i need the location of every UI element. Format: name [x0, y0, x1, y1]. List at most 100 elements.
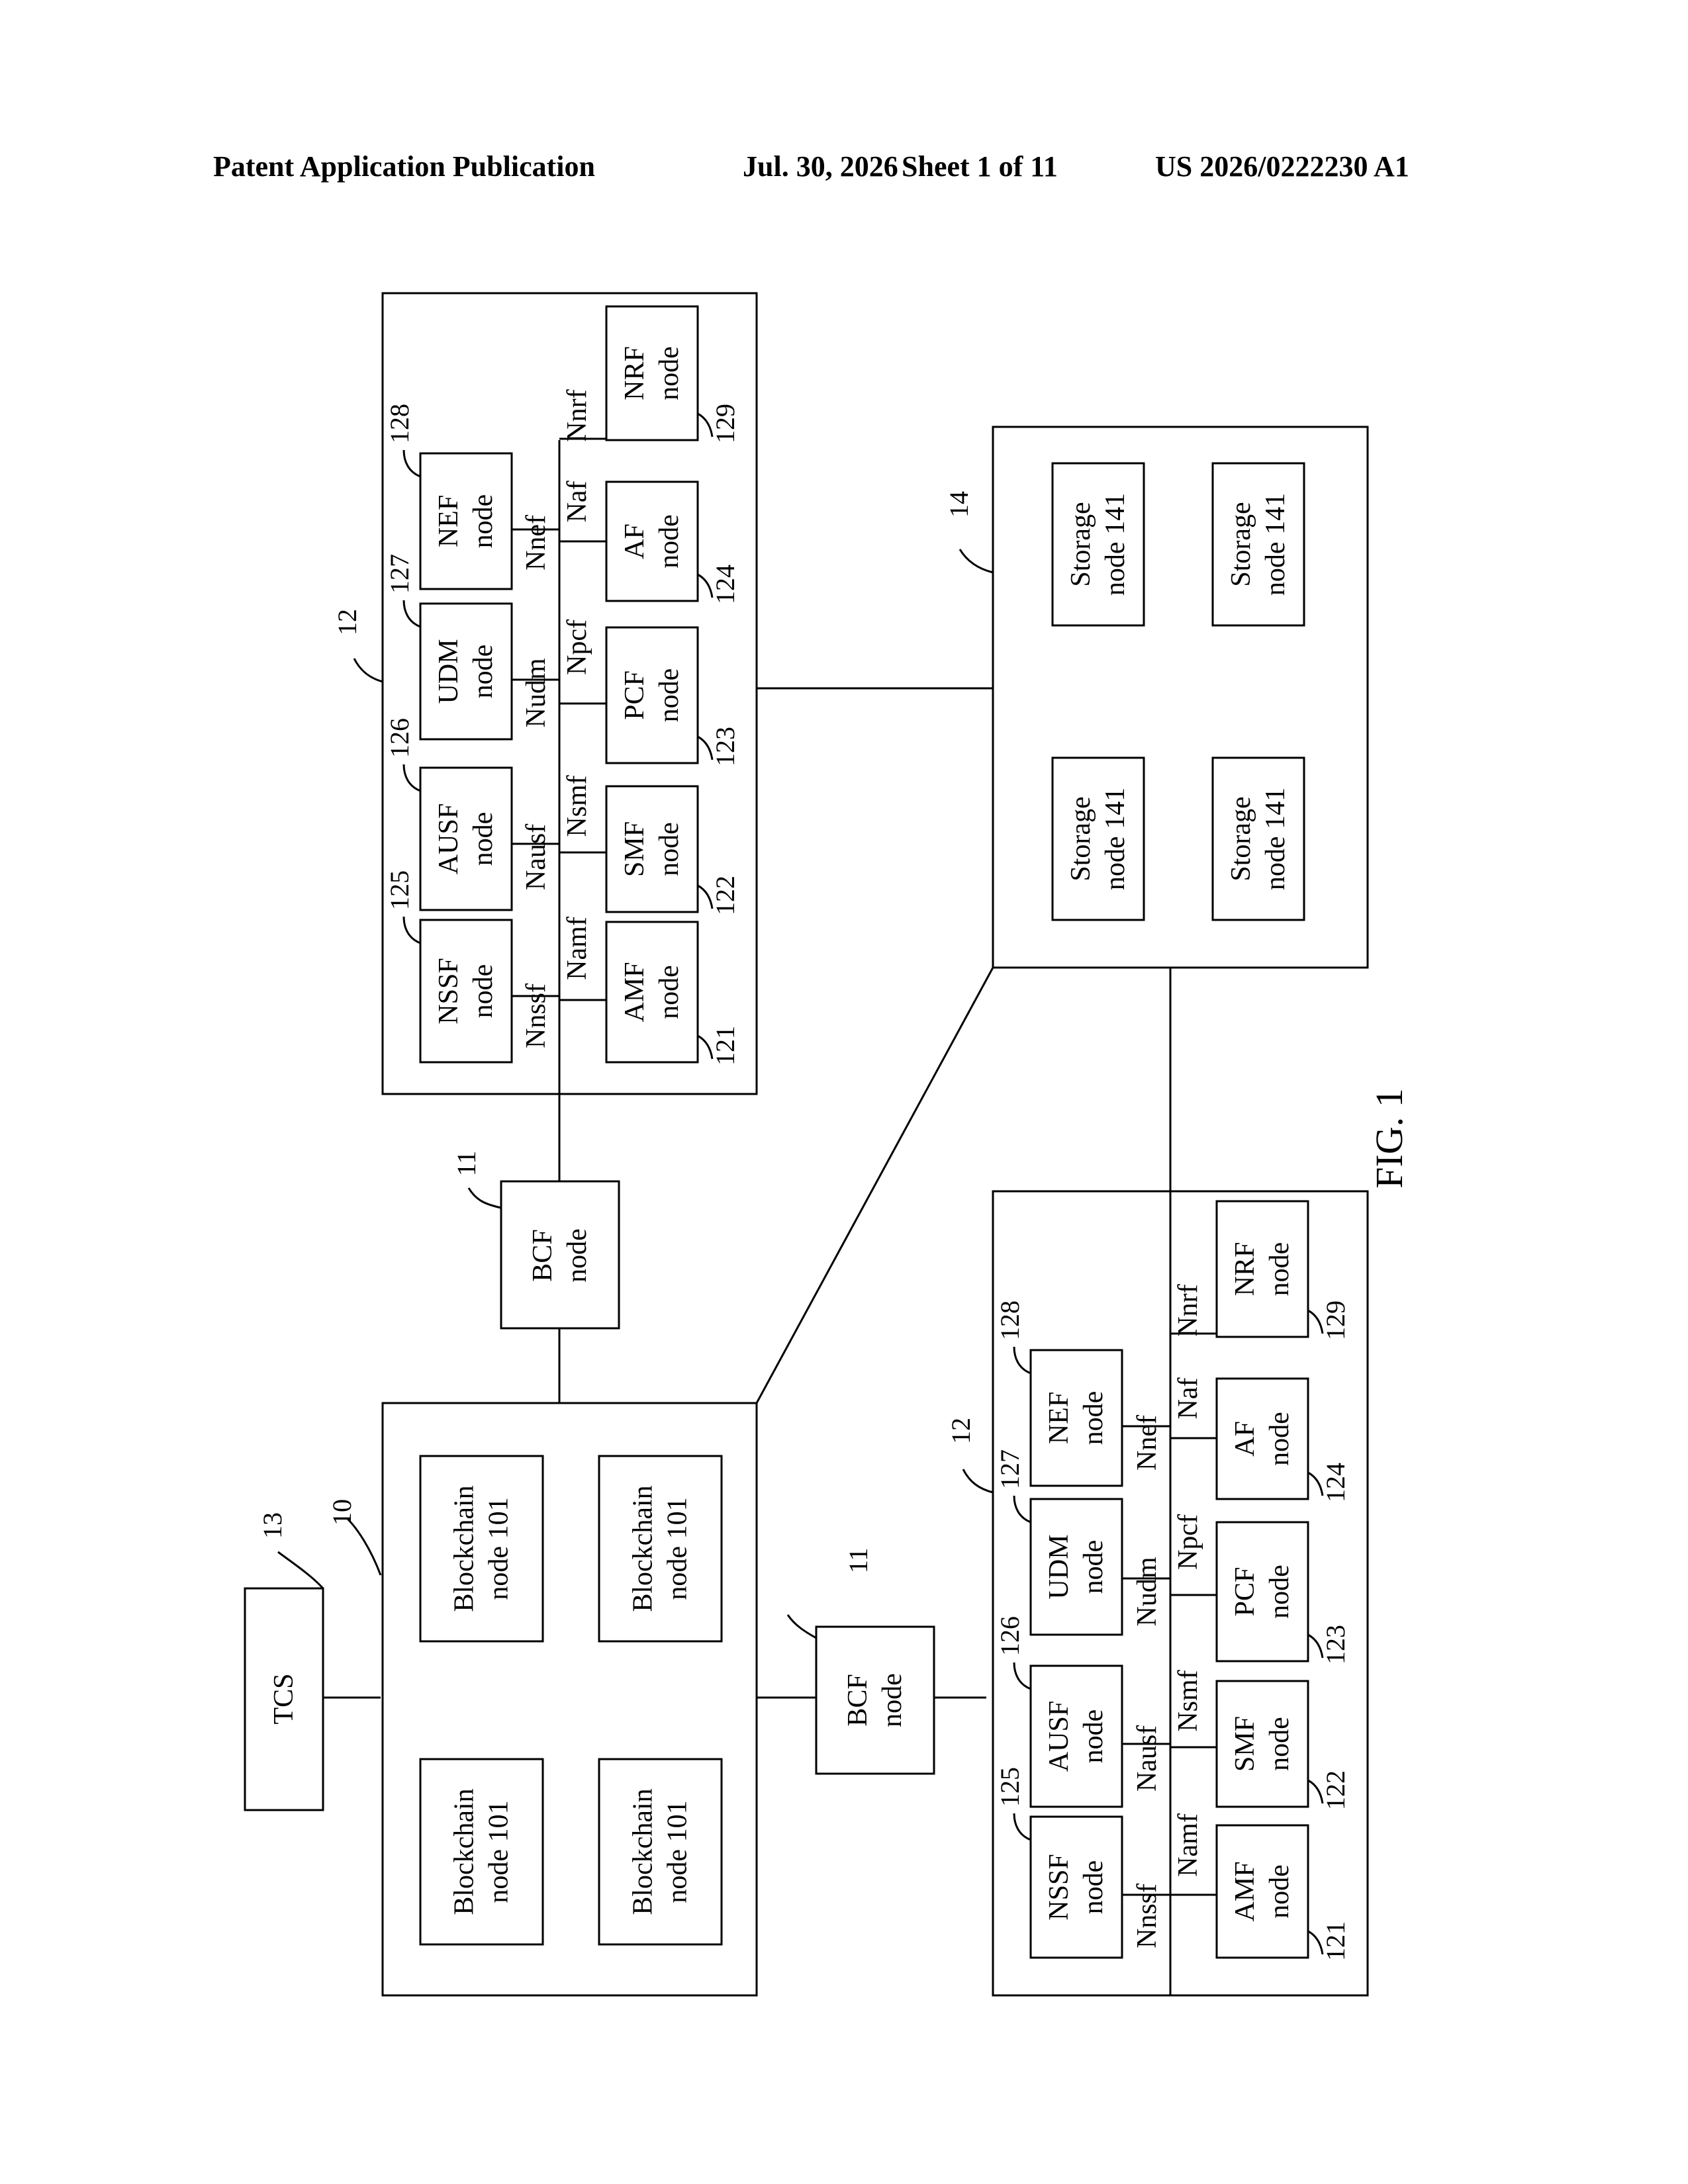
core-bottom-nssf-iface: Nnssf	[1132, 1884, 1162, 1948]
blockchain-node-1-label: Blockchain	[449, 1485, 480, 1612]
blockchain-node-2-sublabel: node 101	[663, 1497, 693, 1600]
core-top-smf-node-sublabel: node	[654, 822, 684, 876]
core-bottom-nef-node-ref: 128	[995, 1300, 1025, 1340]
core-bottom-pcf-node-ref: 123	[1321, 1625, 1350, 1664]
header-sheet: Sheet 1 of 11	[902, 150, 1058, 183]
core-bottom-pcf-node-sublabel: node	[1264, 1565, 1295, 1619]
core-top-ausf-node-label: AUSF	[434, 803, 464, 874]
blockchain-node-4-box	[599, 1759, 722, 1944]
storage-node-4-sublabel: node 141	[1260, 788, 1291, 890]
core-top-udm-node-ref: 127	[385, 554, 414, 594]
core-bottom-nrf-node-label: NRF	[1230, 1242, 1260, 1297]
blockchain-node-2-label: Blockchain	[628, 1485, 659, 1612]
bcf-node-top-box	[501, 1181, 619, 1328]
header-date: Jul. 30, 2026	[743, 150, 898, 183]
core-bottom-amf-iface: Namf	[1173, 1813, 1203, 1877]
blockchain-node-4-sublabel: node 101	[663, 1800, 693, 1903]
storage-node-3-label: Storage	[1066, 796, 1096, 881]
bcf-node-top-ref: 11	[451, 1151, 481, 1177]
core-bottom-nef-iface: Nnef	[1132, 1415, 1162, 1471]
core-network-bottom-leader	[963, 1469, 993, 1492]
storage-node-1: Storagenode 141	[1053, 463, 1144, 625]
core-top-nrf-node-ref: 129	[710, 404, 740, 443]
core-bottom-smf-node-label: SMF	[1230, 1716, 1260, 1772]
blockchain-node-3: Blockchainnode 101	[420, 1759, 543, 1944]
blockchain-node-1-sublabel: node 101	[484, 1497, 514, 1600]
core-top-nef-iface: Nnef	[521, 515, 551, 570]
core-bottom-nrf-node-ref: 129	[1321, 1300, 1350, 1340]
core-bottom-af-node-label: AF	[1230, 1421, 1260, 1457]
core-top-smf-iface: Nsmf	[562, 775, 592, 837]
core-bottom-pcf-iface: Npcf	[1173, 1514, 1203, 1570]
bcf-node-bottom-label: BCF	[843, 1674, 873, 1726]
core-bottom-amf-node-label: AMF	[1230, 1861, 1260, 1921]
core-top-amf-node-sublabel: node	[654, 965, 684, 1019]
core-top-udm-node-label: UDM	[434, 639, 464, 704]
blockchain-node-4-label: Blockchain	[628, 1788, 659, 1915]
core-bottom-nrf-iface: Nnrf	[1173, 1284, 1203, 1336]
core-bottom-smf-node-sublabel: node	[1264, 1717, 1295, 1771]
storage-node-3: Storagenode 141	[1053, 758, 1144, 920]
bcf-node-top-leader	[469, 1188, 501, 1208]
core-top-ausf-iface: Nausf	[521, 824, 551, 890]
core-bottom-udm-node-label: UDM	[1044, 1534, 1074, 1599]
storage-node-2: Storagenode 141	[1213, 463, 1304, 625]
core-top-smf-node-ref: 122	[710, 876, 740, 915]
storage-network-box	[993, 427, 1368, 968]
storage-node-1-sublabel: node 141	[1100, 493, 1131, 596]
core-top-nef-node-label: NEF	[434, 495, 464, 547]
blockchain-node-2-box	[599, 1456, 722, 1641]
core-bottom-amf-node-sublabel: node	[1264, 1864, 1295, 1919]
bcf-node-top: BCF node 11	[451, 1151, 619, 1328]
core-top-af-iface: Naf	[562, 481, 592, 523]
core-top-amf-node-label: AMF	[620, 962, 650, 1022]
storage-node-4-label: Storage	[1226, 796, 1256, 881]
core-bottom-nef-node-label: NEF	[1044, 1392, 1074, 1444]
storage-node-4: Storagenode 141	[1213, 758, 1304, 920]
core-network-bottom-ref: 12	[946, 1418, 976, 1444]
header-publication: Patent Application Publication	[213, 150, 595, 183]
core-top-nssf-node-label: NSSF	[434, 958, 464, 1024]
storage-node-1-label: Storage	[1066, 502, 1096, 586]
storage-node-3-sublabel: node 141	[1100, 788, 1131, 890]
core-bottom-udm-node-ref: 127	[995, 1449, 1025, 1489]
core-bottom-ausf-node-label: AUSF	[1044, 1701, 1074, 1772]
blockchain-node-3-label: Blockchain	[449, 1788, 480, 1915]
tcs-label: TCS	[269, 1673, 299, 1724]
blockchain-node-1-box	[420, 1456, 543, 1641]
tcs-leader	[278, 1552, 323, 1588]
core-top-nrf-node-label: NRF	[620, 346, 650, 400]
bcf-node-bottom: BCF node 11	[788, 1548, 934, 1774]
core-bottom-smf-iface: Nsmf	[1173, 1670, 1203, 1731]
core-top-ausf-node-ref: 126	[385, 718, 414, 758]
blockchain-node-3-sublabel: node 101	[484, 1800, 514, 1903]
bcf-node-bottom-sublabel: node	[877, 1673, 908, 1727]
core-top-amf-iface: Namf	[562, 917, 592, 980]
storage-network-leader	[960, 549, 993, 572]
core-bottom-pcf-node-label: PCF	[1230, 1567, 1260, 1617]
blockchain-network-ref: 10	[327, 1499, 357, 1525]
tcs-ref: 13	[258, 1512, 287, 1539]
core-top-nssf-node-ref: 125	[385, 870, 414, 910]
core-top-udm-node-sublabel: node	[468, 645, 498, 699]
core-bottom-ausf-node-ref: 126	[995, 1616, 1025, 1656]
bcf-node-top-label: BCF	[528, 1229, 558, 1281]
core-bottom-af-iface: Naf	[1173, 1378, 1203, 1420]
core-top-af-node-label: AF	[620, 523, 650, 559]
bcf-node-top-sublabel: node	[562, 1228, 592, 1283]
core-top-udm-iface: Nudm	[521, 658, 551, 727]
blockchain-network-leader	[348, 1519, 381, 1575]
core-top-nef-node-sublabel: node	[468, 494, 498, 549]
storage-node-2-sublabel: node 141	[1260, 493, 1291, 596]
core-top-pcf-iface: Npcf	[562, 619, 592, 675]
core-top-nrf-node-sublabel: node	[654, 346, 684, 400]
core-top-af-node-ref: 124	[710, 565, 740, 604]
link-blockchain-storage	[757, 968, 993, 1403]
core-bottom-ausf-node-sublabel: node	[1078, 1709, 1109, 1764]
core-top-pcf-node-ref: 123	[710, 727, 740, 766]
core-top-nef-node-ref: 128	[385, 404, 414, 443]
blockchain-node-4: Blockchainnode 101	[599, 1759, 722, 1944]
core-bottom-udm-iface: Nudm	[1132, 1557, 1162, 1626]
figure-label: FIG. 1	[1368, 1088, 1411, 1188]
